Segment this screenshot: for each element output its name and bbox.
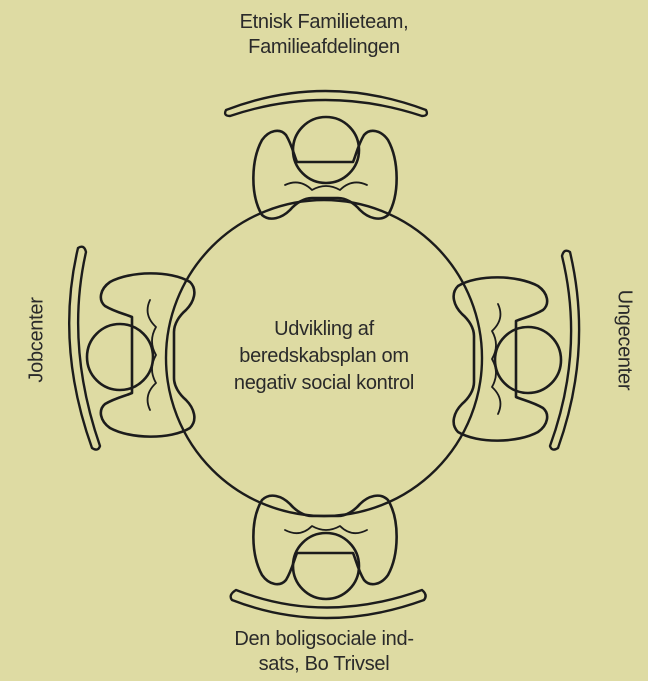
table-arc-left bbox=[68, 245, 102, 451]
head-right bbox=[493, 325, 563, 395]
shoulders-left bbox=[99, 272, 196, 438]
head-top bbox=[291, 115, 361, 185]
center-topic-label: Udvikling af beredskabsplan om negativ s… bbox=[224, 316, 424, 397]
table-arc-top bbox=[223, 89, 429, 118]
hands-right bbox=[491, 303, 502, 415]
shoulders-top bbox=[252, 129, 398, 220]
participant-bottom-line-2: sats, Bo Trivsel bbox=[258, 653, 390, 675]
table-arc-bottom bbox=[229, 588, 427, 620]
center-topic-line-3: negativ social kontrol bbox=[233, 372, 415, 394]
head-bottom bbox=[291, 531, 361, 601]
participant-right-figure bbox=[452, 249, 581, 451]
participant-left-label: Jobcenter bbox=[25, 297, 48, 383]
participant-bottom-label: Den boligsociale ind- sats, Bo Trivsel bbox=[174, 627, 474, 677]
participant-bottom-figure bbox=[229, 494, 427, 620]
hands-top bbox=[284, 181, 368, 191]
participant-bottom-line-1: Den boligsociale ind- bbox=[234, 628, 414, 650]
hands-left bbox=[146, 299, 157, 411]
center-topic-line-1: Udvikling af bbox=[274, 318, 374, 340]
table-arc-right bbox=[548, 249, 581, 451]
hands-bottom bbox=[284, 525, 368, 535]
participant-left-figure bbox=[68, 245, 196, 451]
shoulders-right bbox=[452, 276, 549, 442]
participant-top-figure bbox=[223, 89, 429, 220]
participant-right-label: Ungecenter bbox=[613, 289, 636, 391]
head-left bbox=[85, 322, 155, 392]
center-topic-line-2: beredskabsplan om bbox=[239, 345, 409, 367]
participant-top-label: Etnisk Familieteam, Familieafdelingen bbox=[174, 10, 474, 60]
participant-top-line-1: Etnisk Familieteam, bbox=[239, 11, 409, 33]
participant-top-line-2: Familieafdelingen bbox=[248, 36, 400, 58]
